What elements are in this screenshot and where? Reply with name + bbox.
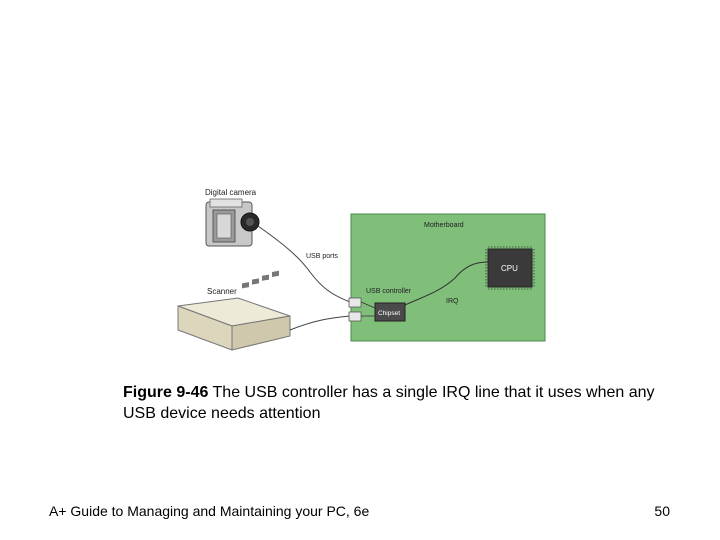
digital-camera-label: Digital camera: [205, 188, 257, 197]
usb-controller-label: USB controller: [366, 288, 412, 295]
chipset-label: Chipset: [378, 310, 400, 317]
usb-port-connectors: [348, 297, 376, 322]
cpu-chip: CPU: [485, 246, 535, 290]
motherboard-label: Motherboard: [424, 222, 464, 229]
scanner: Scanner: [177, 270, 291, 351]
irq-label: IRQ: [446, 298, 459, 305]
caption-text: The USB controller has a single IRQ line…: [123, 384, 655, 422]
chipset: Chipset: [374, 302, 406, 322]
digital-camera: Digital camera: [205, 188, 260, 247]
usb-ports-label: USB ports: [306, 253, 338, 260]
irq-line: [404, 261, 489, 306]
figure-number: Figure 9-46: [123, 384, 209, 401]
figure-caption: Figure 9-46 The USB controller has a sin…: [123, 382, 683, 424]
usb-cables: [257, 225, 351, 331]
footer-page-number: 50: [654, 503, 670, 519]
footer-book-title: A+ Guide to Managing and Maintaining you…: [49, 503, 370, 519]
scanner-label: Scanner: [207, 287, 237, 296]
cpu-label: CPU: [501, 264, 518, 273]
